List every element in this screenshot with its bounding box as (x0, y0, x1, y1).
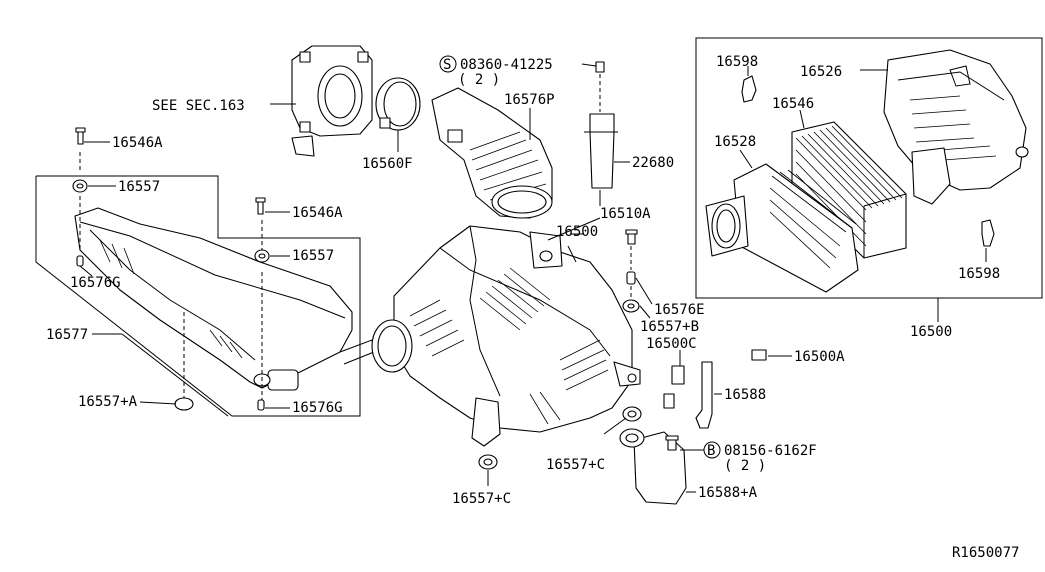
pin-16576G-left (76, 255, 84, 267)
bolt-marker-B (703, 441, 721, 459)
label-16528: 16528 (714, 134, 756, 150)
label-16576G-bottom: 16576G (292, 400, 343, 416)
screw-part-label: 08360-41225 (460, 57, 553, 73)
air-cleaner-16500 (371, 217, 641, 447)
pin-16576G-bottom (257, 399, 265, 411)
hose-clamp-16560F (375, 77, 421, 152)
bolt-prefix: B (707, 443, 715, 459)
label-16576P: 16576P (504, 92, 555, 108)
screw-marker-S (439, 55, 457, 73)
label-16598-top: 16598 (716, 54, 758, 70)
label-16546A-top: 16546A (112, 135, 163, 151)
air-hose-16576P (431, 87, 553, 219)
bolt-qty-label: ( 2 ) (724, 458, 766, 474)
label-16557C-bottom: 16557+C (452, 491, 511, 507)
clip-16500C (671, 365, 685, 385)
left-assembly-frame (35, 175, 361, 417)
label-16576G-left: 16576G (70, 275, 121, 291)
label-16557-top: 16557 (118, 179, 160, 195)
maf-sensor-22680 (584, 61, 630, 206)
labels: SEE SEC.163 16546A 16557 16546A 16557 16… (46, 54, 1019, 561)
label-16500-right: 16500 (910, 324, 952, 340)
label-16500-center: 16500 (556, 224, 598, 240)
center-leaders (603, 277, 792, 493)
label-16557A: 16557+A (78, 394, 138, 410)
label-16588A: 16588+A (698, 485, 758, 501)
clips-16598 (741, 66, 995, 262)
label-16500A: 16500A (794, 349, 845, 365)
label-16560F: 16560F (362, 156, 413, 172)
label-16557B: 16557+B (640, 319, 699, 335)
pin-16576E (626, 271, 636, 285)
bolt-part-label: 08156-6162F (724, 443, 817, 459)
label-22680: 22680 (632, 155, 674, 171)
diagram-reference: R1650077 (952, 545, 1019, 561)
label-16557-mid: 16557 (292, 248, 334, 264)
screw-08360 (595, 61, 605, 73)
label-16598-right: 16598 (958, 266, 1000, 282)
left-box-fasteners (72, 127, 270, 411)
lower-housing-16528 (705, 149, 859, 293)
label-16588: 16588 (724, 387, 766, 403)
throttle-body (270, 45, 373, 157)
label-16500C: 16500C (646, 336, 697, 352)
label-16546A-mid: 16546A (292, 205, 343, 221)
label-16526: 16526 (800, 64, 842, 80)
right-assembly-frame (695, 37, 1043, 322)
see-sec-label: SEE SEC.163 (152, 98, 245, 114)
left-leaders (79, 141, 290, 417)
grommet-16557A (174, 397, 194, 411)
label-16557C-mid: 16557+C (546, 457, 605, 473)
label-16577: 16577 (46, 327, 88, 343)
label-16576E: 16576E (654, 302, 705, 318)
screw-prefix: S (443, 57, 451, 73)
screw-qty-label: ( 2 ) (458, 72, 500, 88)
bolt-16500A (751, 349, 767, 361)
label-16546: 16546 (772, 96, 814, 112)
bracket-16588 (695, 361, 713, 429)
center-fasteners (478, 229, 767, 505)
upper-housing-16526 (860, 49, 1029, 205)
label-16510A: 16510A (600, 206, 651, 222)
air-duct-16577 (74, 207, 375, 391)
